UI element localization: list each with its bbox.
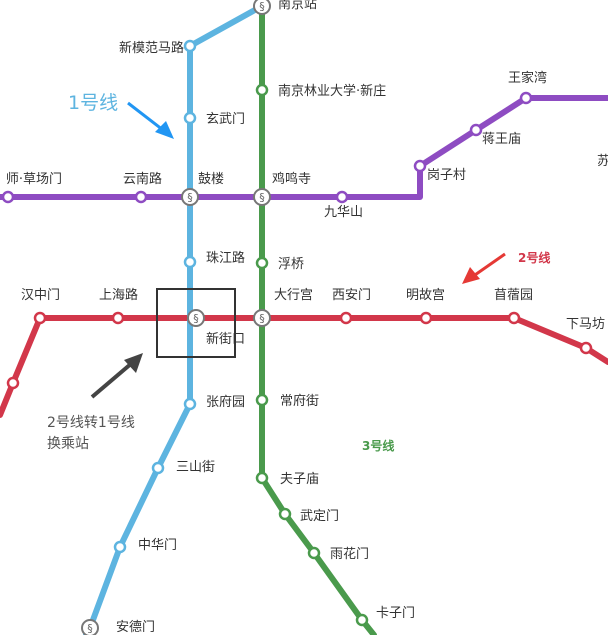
station-marker-nanlin[interactable] [255,83,269,97]
station-marker-edge-left[interactable] [6,376,20,390]
station-label-gulou: 鼓楼 [198,172,224,187]
station-marker-yunnanlu[interactable] [134,190,148,204]
station-marker-xuanwumen[interactable] [183,111,197,125]
station-label-yuhuamen: 雨花门 [330,546,369,562]
station-label-caochangmen: 师·草场门 [6,172,62,187]
interchange-icon-nanjingzhan[interactable]: § [253,0,271,15]
station-label-daxinggong: 大行宫 [274,288,313,303]
station-label-sanshanjie: 三山街 [176,460,215,475]
station-labels: 南京站 新模范马路 南京林业大学·新庄 玄武门 王家湾 蒋王庙 岗子村 苏 师·… [6,0,608,635]
station-marker-kazimen[interactable] [355,613,369,627]
station-label-gangzicun: 岗子村 [427,168,466,183]
svg-text:§: § [259,0,265,13]
line2-name-label: 2号线 [518,250,550,265]
station-label-fuzimiao: 夫子庙 [280,472,319,487]
station-label-nanjingzhan: 南京站 [278,0,317,12]
station-label-wudingmen: 武定门 [300,509,339,524]
station-label-xi-anmen: 西安门 [332,288,371,303]
line3-name-label: 3号线 [362,438,394,453]
interchange-icon-daxinggong[interactable]: § [253,309,271,327]
station-marker-minggugong[interactable] [419,311,433,325]
station-label-jiangwangmiao: 蒋王庙 [482,132,521,147]
station-markers [1,39,593,627]
station-label-zhonghuamen: 中华门 [138,538,177,553]
station-label-wangjiawan: 王家湾 [508,70,547,86]
interchange-icon-gulou[interactable]: § [181,188,199,206]
station-label-yunnanlu: 云南路 [123,171,162,187]
line1-arrow-icon [127,101,174,139]
interchange-icon-jimingsi[interactable]: § [253,188,271,206]
station-marker-caochangmen[interactable] [1,190,15,204]
station-label-changfujie: 常府街 [280,394,319,409]
svg-text:§: § [259,312,265,325]
svg-text:§: § [187,191,193,204]
station-marker-fuzimiao[interactable] [255,471,269,485]
station-label-jimingsi: 鸡鸣寺 [272,171,311,187]
line2-arrow-icon [462,252,506,284]
interchange-icon-xinjiekou[interactable]: § [187,309,205,327]
station-label-edge-right: 苏 [597,153,608,169]
station-marker-gangzicun[interactable] [413,159,427,173]
station-label-xinmofanmalu: 新模范马路 [119,40,184,56]
station-marker-xiamafang[interactable] [579,341,593,355]
line1-route [83,3,265,635]
station-marker-wangjiawan[interactable] [519,91,533,105]
station-label-xiamafang: 下马坊 [566,317,605,332]
station-label-jiuhuashan: 九华山 [324,205,363,220]
transfer-note-line1: 2号线转1号线 [47,415,135,431]
station-label-xuanwumen: 玄武门 [206,112,245,127]
transfer-highlight-box [156,288,236,358]
station-label-andemen: 安德门 [116,620,155,635]
station-label-kazimen: 卡子门 [376,606,415,621]
station-marker-jiangwangmiao[interactable] [469,123,483,137]
station-marker-zhonghuamen[interactable] [113,540,127,554]
transfer-note-line2: 换乘站 [47,435,89,452]
station-label-muxuyuan: 苜蓿园 [494,288,533,303]
line4-route [0,95,608,200]
line1-name-label: 1号线 [68,92,118,114]
station-marker-wudingmen[interactable] [278,507,292,521]
station-marker-xi-anmen[interactable] [339,311,353,325]
svg-text:§: § [87,622,93,635]
station-marker-shanghailu[interactable] [111,311,125,325]
transfer-arrow-icon [90,353,143,399]
station-label-shanghailu: 上海路 [99,287,138,303]
station-label-hanzhongmen: 汉中门 [21,288,60,303]
station-marker-zhangfuyuan[interactable] [183,397,197,411]
station-marker-jiuhuashan[interactable] [335,190,349,204]
station-label-zhujianglu: 珠江路 [206,250,245,266]
station-label-xinjiekou: 新街口 [206,331,245,347]
interchange-icon-andemen[interactable]: § [81,619,99,635]
station-marker-muxuyuan[interactable] [507,311,521,325]
station-marker-fuqiao[interactable] [255,256,269,270]
station-label-zhangfuyuan: 张府园 [206,395,245,410]
station-label-fuqiao: 浮桥 [278,257,304,272]
station-marker-yuhuamen[interactable] [307,546,321,560]
station-label-minggugong: 明故宫 [406,288,445,303]
station-marker-xinmofanmalu[interactable] [183,39,197,53]
station-marker-changfujie[interactable] [255,393,269,407]
station-label-nanlin: 南京林业大学·新庄 [278,83,386,99]
station-marker-sanshanjie[interactable] [151,461,165,475]
interchange-markers: § § § § § § [81,0,271,635]
station-marker-zhujianglu[interactable] [183,255,197,269]
svg-text:§: § [259,191,265,204]
svg-text:§: § [193,312,199,325]
station-marker-hanzhongmen[interactable] [33,311,47,325]
